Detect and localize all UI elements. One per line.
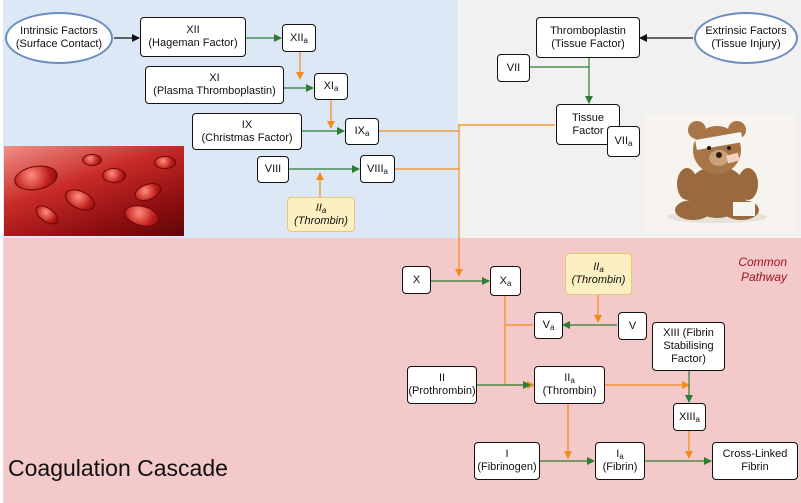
factor-ix-node: IX (Christmas Factor) — [192, 113, 302, 150]
prothrombin-node: II (Prothrombin) — [407, 366, 477, 404]
common-pathway-label: Common Pathway — [738, 255, 787, 284]
factor-xii-node: XII (Hageman Factor) — [140, 17, 246, 57]
fibrin-node: Ia (Fibrin) — [595, 442, 645, 480]
intrinsic-factors-node: Intrinsic Factors (Surface Contact) — [5, 12, 113, 64]
fibrinogen-node: I (Fibrinogen) — [474, 442, 540, 480]
thrombin-feedback-common-node: IIa (Thrombin) — [565, 253, 632, 295]
factor-xi-node: XI (Plasma Thromboplastin) — [145, 66, 284, 104]
factor-x-node: X — [402, 266, 431, 294]
factor-xiii-node: XIII (Fibrin Stabilising Factor) — [652, 322, 725, 371]
factor-v-node: V — [618, 312, 647, 340]
factor-viii-node: VIII — [257, 156, 289, 183]
factor-xiia-node: XIIa — [282, 24, 316, 52]
factor-viia-node: VIIa — [607, 126, 640, 157]
thrombin-iia-node: IIa (Thrombin) — [534, 366, 605, 404]
extrinsic-factors-node: Extrinsic Factors (Tissue Injury) — [694, 12, 798, 64]
factor-xiiia-node: XIIIa — [673, 403, 706, 431]
factor-ixa-node: IXa — [345, 118, 379, 145]
teddy-bear-image — [645, 114, 797, 232]
blood-vessel-image — [4, 146, 184, 236]
thrombin-feedback-intrinsic-node: IIa (Thrombin) — [287, 197, 355, 232]
factor-viiia-node: VIIIa — [360, 155, 395, 183]
factor-va-node: Va — [534, 312, 563, 339]
factor-vii-node: VII — [497, 54, 530, 82]
factor-xa-node: Xa — [490, 266, 521, 296]
thromboplastin-node: Thromboplastin (Tissue Factor) — [536, 17, 640, 58]
diagram-title: Coagulation Cascade — [8, 455, 228, 481]
factor-xia-node: XIa — [314, 73, 348, 100]
cross-linked-fibrin-node: Cross-Linked Fibrin — [712, 442, 798, 480]
